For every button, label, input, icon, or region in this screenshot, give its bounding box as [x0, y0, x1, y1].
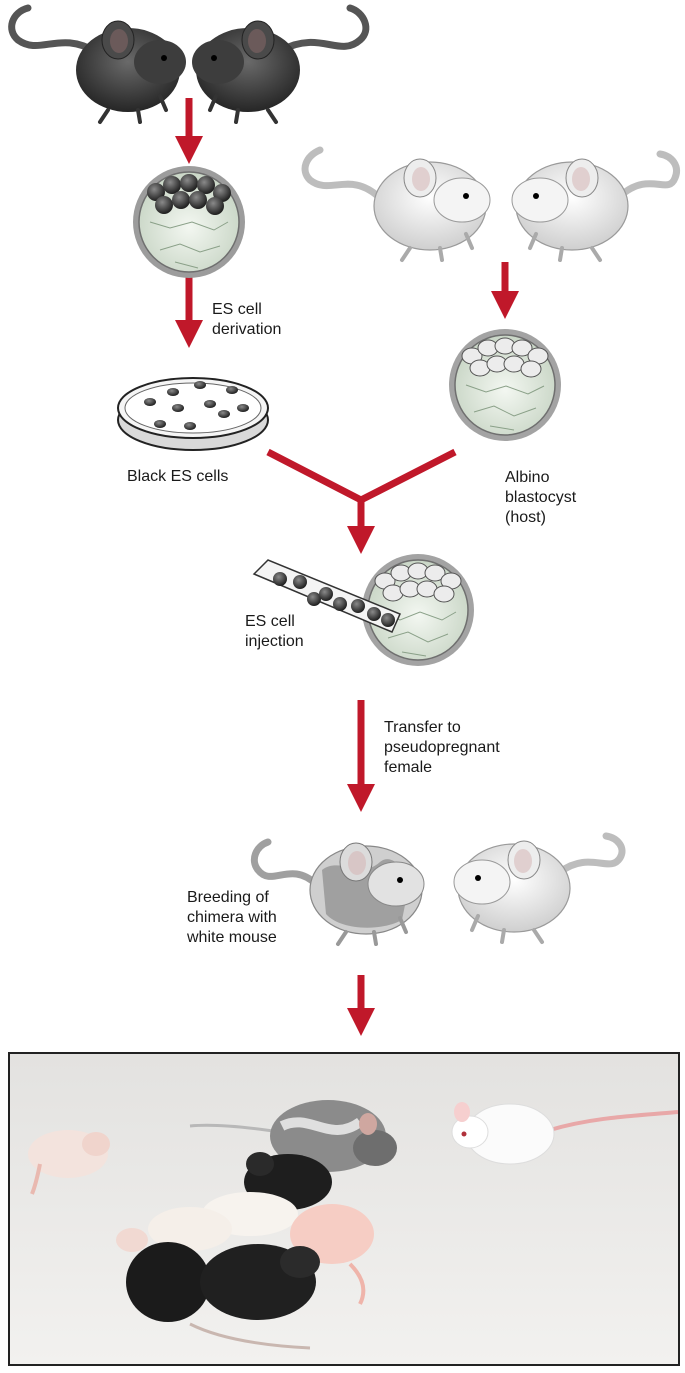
arrow-merge-y [266, 448, 457, 504]
offspring-photo [8, 1052, 680, 1366]
white-adult-mouse [451, 1102, 678, 1165]
label-breeding: Breeding of chimera with white mouse [187, 889, 277, 946]
black-mouse-pair-icon [8, 4, 370, 124]
albino-mouse-pair-icon [301, 146, 680, 262]
blastocyst-icon [133, 166, 245, 278]
blastocyst-icon [449, 329, 561, 441]
label-es-cell-injection: ES cell injection [245, 613, 304, 650]
injection-pipette-icon [252, 559, 401, 633]
label-es-cell-derivation: ES cell derivation [212, 301, 282, 338]
chimera-and-white-mouse-icon [250, 832, 626, 946]
petri-dish-icon [117, 377, 269, 451]
chimera-adult-mouse [189, 1100, 397, 1172]
white-pups [116, 1192, 298, 1252]
black-pups-front [126, 1242, 320, 1350]
label-transfer: Transfer to pseudopregnant female [384, 719, 500, 776]
label-black-es-cells: Black ES cells [127, 468, 229, 485]
label-albino-blastocyst: Albino blastocyst (host) [505, 469, 577, 526]
pink-pup [28, 1130, 110, 1195]
blastocyst-icon [362, 554, 474, 666]
